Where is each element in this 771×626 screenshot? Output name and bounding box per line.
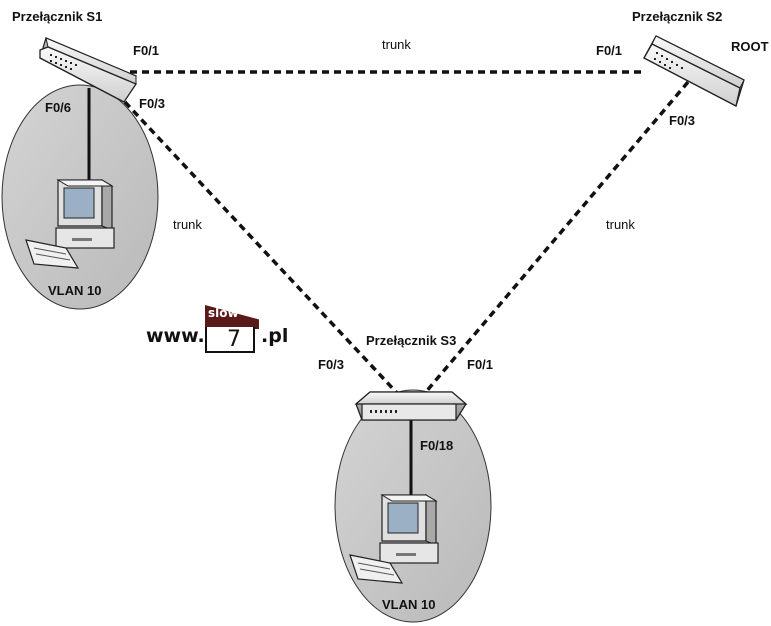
port-label-s3-f0-18: F0/18 bbox=[420, 438, 454, 453]
slow7-logo: slow 7 bbox=[205, 305, 259, 355]
port-label-s1-f0-3: F0/3 bbox=[139, 96, 166, 111]
trunk-link-s2-s3 bbox=[423, 80, 690, 395]
switch-s3-icon[interactable] bbox=[354, 391, 468, 421]
switch-s2-label: Przełącznik S2 bbox=[632, 9, 723, 24]
port-label-s1-f0-6: F0/6 bbox=[45, 100, 72, 115]
link-label-s2-s3: trunk bbox=[606, 217, 635, 232]
port-label-s2-f0-1: F0/1 bbox=[596, 43, 623, 58]
switch-s2-root-badge: ROOT bbox=[731, 39, 769, 54]
port-label-s3-f0-3: F0/3 bbox=[318, 357, 345, 372]
switch-s2-icon[interactable] bbox=[643, 35, 745, 107]
switch-s3-label: Przełącznik S3 bbox=[366, 333, 457, 348]
port-label-s1-f0-1: F0/1 bbox=[133, 43, 160, 58]
vlan-label-pc1: VLAN 10 bbox=[48, 283, 102, 298]
trunk-link-s1-s3 bbox=[123, 100, 399, 395]
logo-suffix: .pl bbox=[261, 325, 289, 347]
link-label-s1-s2: trunk bbox=[382, 37, 411, 52]
computer-icon-pc1[interactable] bbox=[25, 178, 115, 269]
logo-tag: slow bbox=[208, 306, 239, 320]
computer-icon-pc2[interactable] bbox=[349, 493, 439, 584]
switch-s1-icon[interactable] bbox=[39, 37, 137, 103]
logo-prefix: www. bbox=[146, 325, 205, 347]
port-label-s3-f0-1: F0/1 bbox=[467, 357, 494, 372]
link-label-s1-s3: trunk bbox=[173, 217, 202, 232]
port-label-s2-f0-3: F0/3 bbox=[669, 113, 696, 128]
vlan-label-pc2: VLAN 10 bbox=[382, 597, 436, 612]
switch-s1-label: Przełącznik S1 bbox=[12, 9, 103, 24]
logo-frame bbox=[205, 327, 255, 353]
logo-number: 7 bbox=[227, 327, 241, 352]
